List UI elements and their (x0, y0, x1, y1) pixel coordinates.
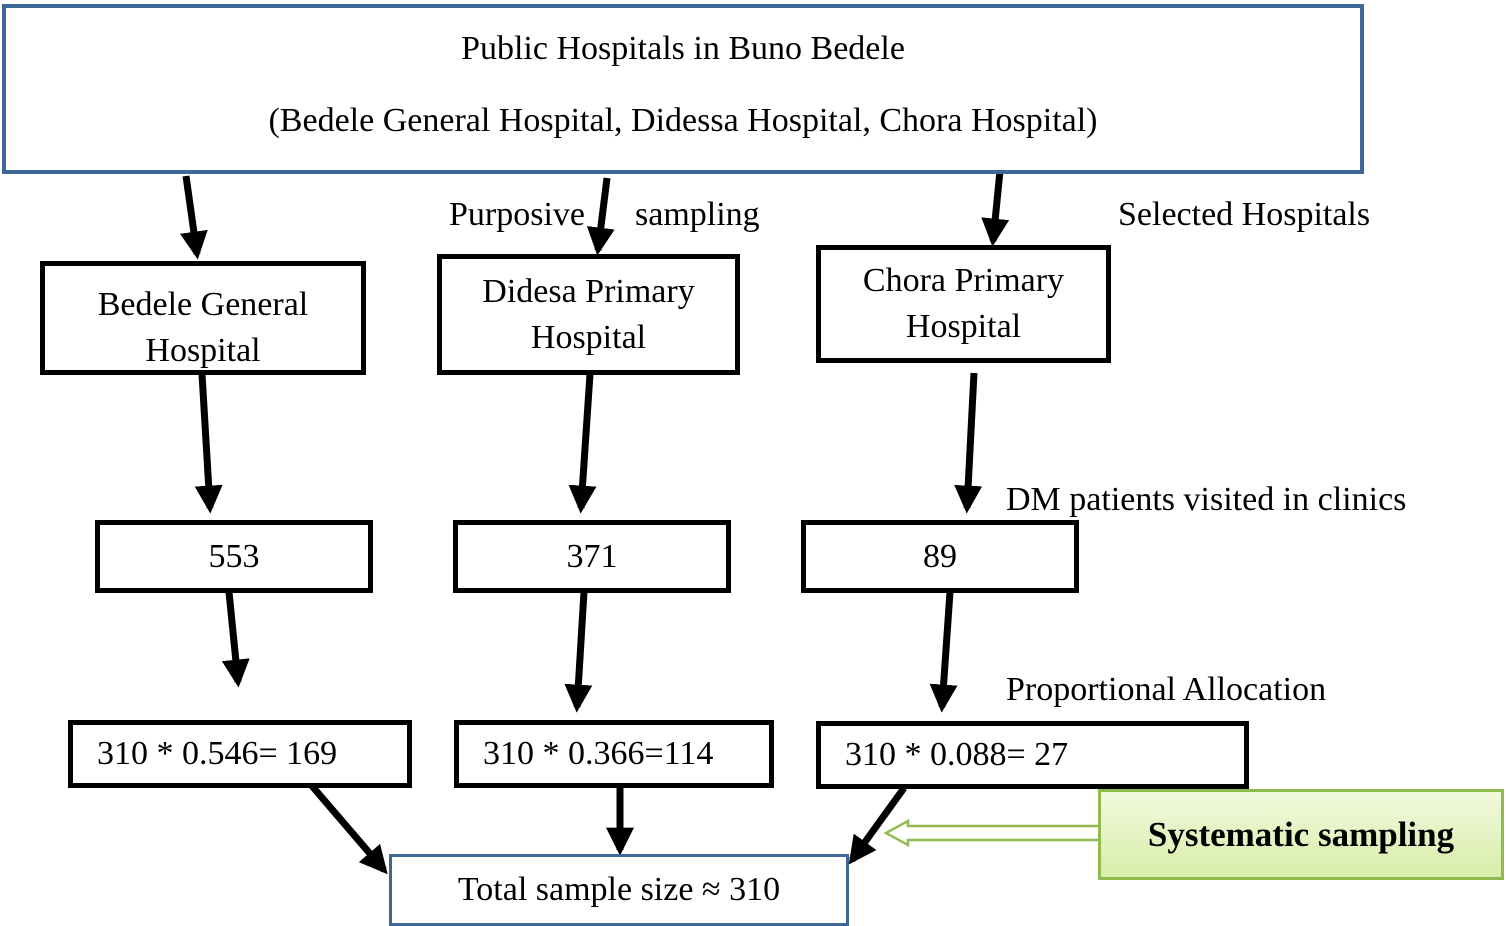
arrow-chora-to-count (954, 372, 983, 514)
total-sample-size-box: Total sample size ≈ 310 (389, 854, 849, 926)
arrow-alloc-1-to-total (309, 783, 388, 875)
allocation-box-didesa: 310 * 0.366=114 (454, 720, 774, 788)
hospital-box-didesa: Didesa Primary Hospital (437, 254, 740, 375)
top-box: Public Hospitals in Buno Bedele (Bedele … (2, 4, 1364, 174)
hospital-type: Hospital (530, 318, 647, 356)
count-box-chora: 89 (801, 520, 1079, 593)
hospital-name: Bedele General (97, 286, 309, 323)
top-box-title: Public Hospitals in Buno Bedele (461, 30, 905, 67)
systematic-arrow (883, 818, 1102, 848)
top-box-subtitle: (Bedele General Hospital, Didessa Hospit… (268, 102, 1098, 139)
arrow-top-to-didesa (586, 177, 615, 256)
systematic-sampling-box: Systematic sampling (1098, 789, 1504, 880)
arrow-didesa-to-count (568, 373, 597, 514)
label-dm-patients: DM patients visited in clinics (1006, 481, 1407, 518)
allocation-box-chora: 310 * 0.088= 27 (816, 721, 1249, 789)
count-box-didesa: 371 (453, 520, 731, 593)
arrow-count-to-alloc-3 (929, 591, 958, 713)
hospital-type: Hospital (905, 308, 1022, 345)
arrow-alloc-3-to-total (848, 785, 907, 865)
arrow-top-to-bedele (180, 175, 208, 260)
arrow-bedele-to-count (194, 373, 223, 514)
arrow-count-to-alloc-1 (221, 591, 250, 688)
hospital-type: Hospital (145, 331, 261, 369)
hospital-box-chora: Chora Primary Hospital (816, 245, 1111, 363)
label-purposive: Purposive (449, 196, 585, 233)
arrow-top-to-chora (981, 170, 1010, 247)
label-sampling: sampling (635, 196, 760, 233)
hospital-name: Chora Primary (862, 262, 1065, 300)
label-selected-hospitals: Selected Hospitals (1118, 196, 1371, 233)
hospital-name: Didesa Primary (482, 272, 695, 310)
hospital-box-bedele: Bedele General Hospital (40, 261, 366, 375)
allocation-box-bedele: 310 * 0.546= 169 (68, 720, 412, 788)
count-box-bedele: 553 (95, 520, 373, 593)
arrow-count-to-alloc-2 (564, 591, 593, 713)
label-proportional-allocation: Proportional Allocation (1006, 671, 1327, 708)
